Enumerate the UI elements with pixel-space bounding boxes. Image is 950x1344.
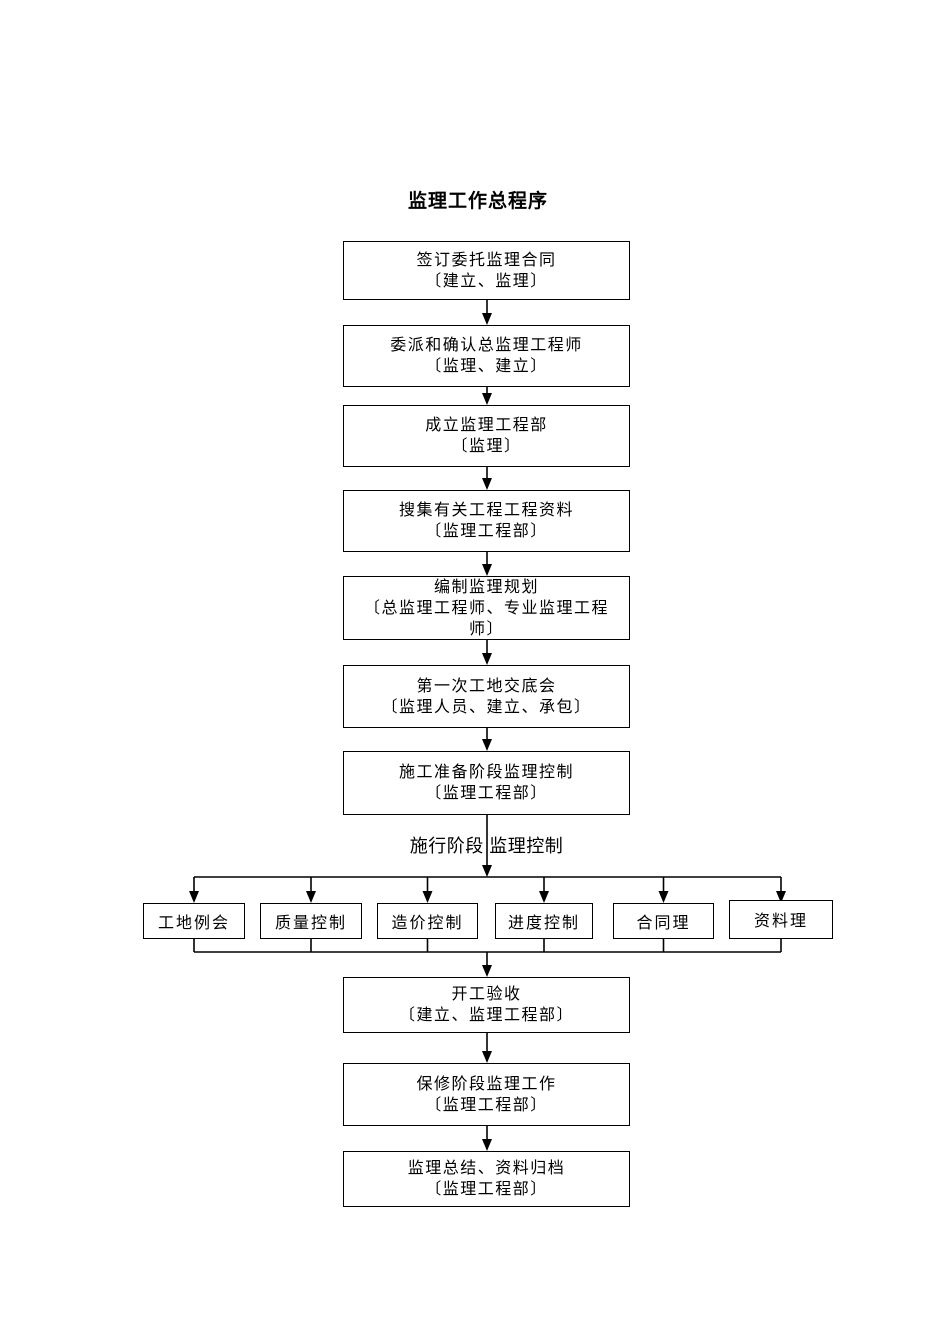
box-line: 开工验收 — [451, 986, 522, 1003]
box-line: 〔监理工程部〕 — [425, 785, 548, 802]
box-line: 保修阶段监理工作 — [416, 1075, 557, 1093]
box-line: 师〕 — [468, 620, 504, 638]
box-line: 成立监理工程部 — [425, 417, 548, 434]
arrow-box8-box9 — [482, 1033, 492, 1063]
parallel-box-quality-ctrl: 质量控制 — [260, 903, 362, 939]
box-line: 委派和确认总监理工程师 — [390, 337, 583, 354]
box-line: 第一次工地交底会 — [416, 677, 557, 695]
flow-box-start-acceptance: 开工验收 〔建立、监理工程部〕 — [343, 977, 630, 1033]
box-line: 进度控制 — [507, 915, 580, 932]
box-line: 造价控制 — [391, 915, 464, 932]
parallel-box-contract-mgmt: 合同理 — [613, 903, 714, 939]
collector-bar — [193, 939, 782, 953]
box-line: 〔总监理工程师、专业监理工程 — [363, 599, 609, 617]
arrow-collector-box8 — [482, 952, 492, 977]
arrow-box2-box3 — [482, 387, 492, 405]
box-line: 〔监理、建立〕 — [425, 358, 548, 375]
flow-box-compile-plan: 编制监理规划 〔总监理工程师、专业监理工程 师〕 — [343, 576, 630, 640]
box-line: 〔建立、监理工程部〕 — [398, 1007, 574, 1024]
arrow-box9-box10 — [482, 1126, 492, 1151]
arrow-box6-box7 — [482, 728, 492, 751]
flow-box-sign-contract: 签订委托监理合同 〔建立、监理〕 — [343, 241, 630, 300]
box-line: 合同理 — [636, 915, 691, 932]
box-line: 监理总结、资料归档 — [407, 1160, 566, 1177]
page-title: 监理工作总程序 — [407, 191, 548, 212]
box-line: 签订委托监理合同 — [416, 251, 557, 269]
parallel-box-document-mgmt: 资料理 — [729, 900, 833, 939]
box-line: 资料理 — [753, 913, 808, 930]
flow-box-appoint-chief: 委派和确认总监理工程师 〔监理、建立〕 — [343, 325, 630, 387]
box-line: 施工准备阶段监理控制 — [398, 764, 574, 781]
arrow-box4-box5 — [482, 552, 492, 576]
flow-box-collect-info: 搜集有关工程工程资料 〔监理工程部〕 — [343, 490, 630, 552]
box-line: 〔建立、监理〕 — [425, 272, 548, 290]
box-line: 工地例会 — [157, 915, 230, 932]
box-line: 〔监理工程部〕 — [425, 1181, 548, 1198]
parallel-box-site-meeting: 工地例会 — [143, 903, 245, 939]
drop-arrows — [189, 877, 786, 903]
stage-label: 施行阶段 监理控制 — [409, 836, 564, 856]
box-line: 〔监理人员、建立、承包〕 — [381, 698, 592, 716]
box-line: 质量控制 — [274, 915, 347, 932]
arrow-box1-box2 — [482, 300, 492, 325]
flow-box-prep-stage-ctrl: 施工准备阶段监理控制 〔监理工程部〕 — [343, 751, 630, 815]
flow-box-warranty-stage: 保修阶段监理工作 〔监理工程部〕 — [343, 1063, 630, 1126]
parallel-box-schedule-ctrl: 进度控制 — [495, 903, 593, 939]
box-line: 〔监理工程部〕 — [425, 523, 548, 540]
box-line: 〔监理工程部〕 — [425, 1096, 548, 1114]
flow-box-first-meeting: 第一次工地交底会 〔监理人员、建立、承包〕 — [343, 665, 630, 728]
arrow-box5-box6 — [482, 640, 492, 665]
box-line: 搜集有关工程工程资料 — [398, 502, 574, 519]
arrow-box3-box4 — [482, 467, 492, 490]
flow-box-establish-dept: 成立监理工程部 〔监理〕 — [343, 405, 630, 467]
box-line: 编制监理规划 — [433, 578, 539, 596]
parallel-box-cost-ctrl: 造价控制 — [377, 903, 478, 939]
box-line: 〔监理〕 — [451, 438, 522, 455]
flow-box-final-summary: 监理总结、资料归档 〔监理工程部〕 — [343, 1151, 630, 1207]
